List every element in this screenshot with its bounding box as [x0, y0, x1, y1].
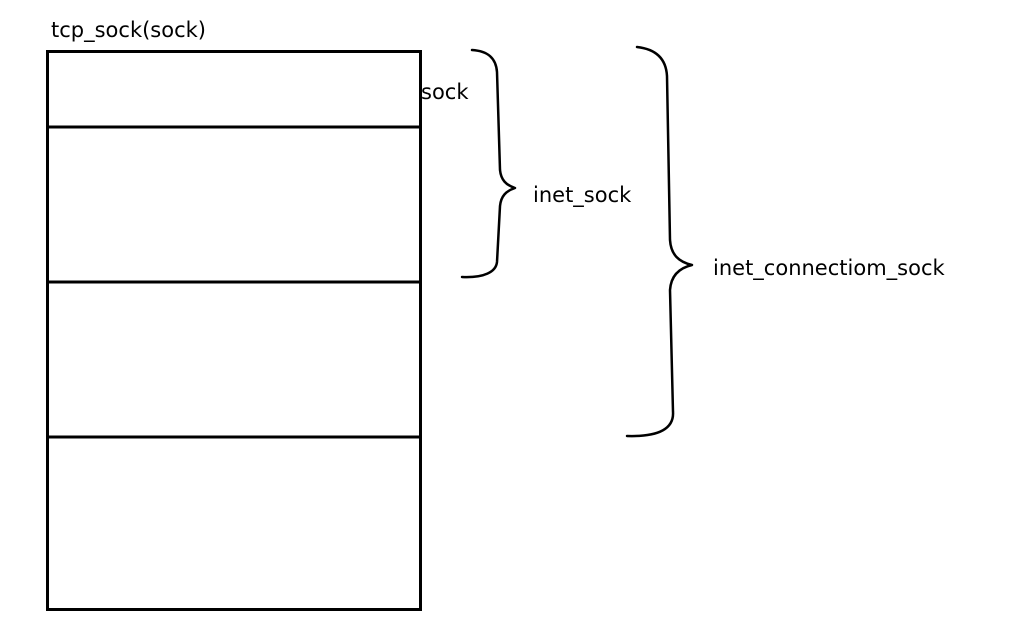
brace-inet-sock	[460, 48, 517, 279]
struct-title: tcp_sock(sock)	[51, 18, 206, 42]
sock-label: sock	[421, 80, 469, 104]
inet-connection-sock-label: inet_connectiom_sock	[713, 256, 945, 280]
struct-box-outline	[46, 50, 422, 611]
inet-sock-label: inet_sock	[533, 183, 632, 207]
brace-inet-connection-sock	[625, 45, 694, 438]
